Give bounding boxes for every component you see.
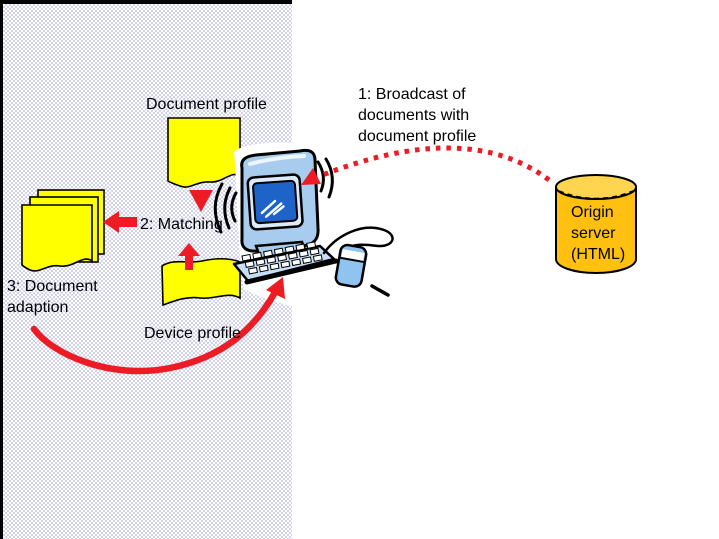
mouse-icon bbox=[322, 226, 394, 297]
device-profile-shape bbox=[161, 258, 241, 307]
cylinder-dashed-edge bbox=[558, 190, 634, 200]
document-adaption-line2: adaption bbox=[7, 299, 69, 316]
keyboard-front-edge bbox=[244, 258, 339, 285]
curved-arrow-head bbox=[266, 277, 285, 299]
document-profile-label: Document profile bbox=[146, 96, 267, 113]
monitor-highlight bbox=[248, 154, 306, 166]
arrow-device-profile-up bbox=[178, 243, 200, 270]
broadcast-line2: documents with bbox=[358, 107, 470, 124]
origin-server-cylinder bbox=[555, 174, 637, 275]
mouse-shadow bbox=[370, 284, 390, 297]
screen-reflection bbox=[260, 199, 285, 218]
document-icon-front bbox=[21, 204, 93, 272]
origin-server-label: Origin server (HTML) bbox=[571, 202, 625, 265]
matching-label: 2: Matching bbox=[140, 216, 223, 233]
arrow-down-icon bbox=[189, 190, 213, 212]
mouse-cable bbox=[322, 226, 394, 255]
broadcast-line1: 1: Broadcast of bbox=[358, 86, 466, 103]
vibration-arcs-left bbox=[213, 182, 238, 234]
adapted-documents-stack bbox=[21, 189, 105, 272]
broadcast-line3: document profile bbox=[358, 128, 477, 145]
arrow-left-icon bbox=[103, 211, 137, 233]
keyboard-icon bbox=[232, 241, 339, 285]
device-profile-label: Device profile bbox=[144, 325, 241, 342]
arrow-broadcast-dotted bbox=[301, 145, 551, 185]
origin-server-line1: Origin bbox=[571, 204, 614, 221]
broadcast-label: 1: Broadcast of documents with document … bbox=[358, 84, 476, 147]
dotted-arc-head bbox=[301, 168, 321, 185]
document-adaption-line1: 3: Document bbox=[7, 278, 98, 295]
mouse-button-line bbox=[339, 256, 366, 264]
vibration-arcs-right bbox=[316, 157, 334, 199]
document-adaption-label: 3: Document adaption bbox=[7, 276, 98, 318]
document-icon bbox=[161, 258, 241, 307]
computer-clipart bbox=[213, 142, 394, 308]
curved-arrow-shaft bbox=[30, 290, 278, 375]
document-icon bbox=[167, 117, 241, 188]
arrow-up-icon bbox=[178, 243, 200, 270]
cylinder-top bbox=[555, 174, 637, 200]
arrow-matching-left bbox=[103, 211, 137, 233]
document-profile-shape bbox=[167, 117, 241, 188]
origin-server-line3: (HTML) bbox=[571, 246, 626, 263]
keyboard-keys bbox=[241, 241, 323, 275]
dotted-arc bbox=[319, 145, 551, 182]
origin-server-line2: server bbox=[571, 225, 616, 242]
mouse-button-band bbox=[341, 249, 365, 261]
arrow-adaption-curve bbox=[30, 277, 285, 375]
cylinder-body bbox=[555, 186, 637, 275]
mouse-body bbox=[334, 243, 368, 288]
arrow-document-profile-down bbox=[189, 190, 213, 212]
